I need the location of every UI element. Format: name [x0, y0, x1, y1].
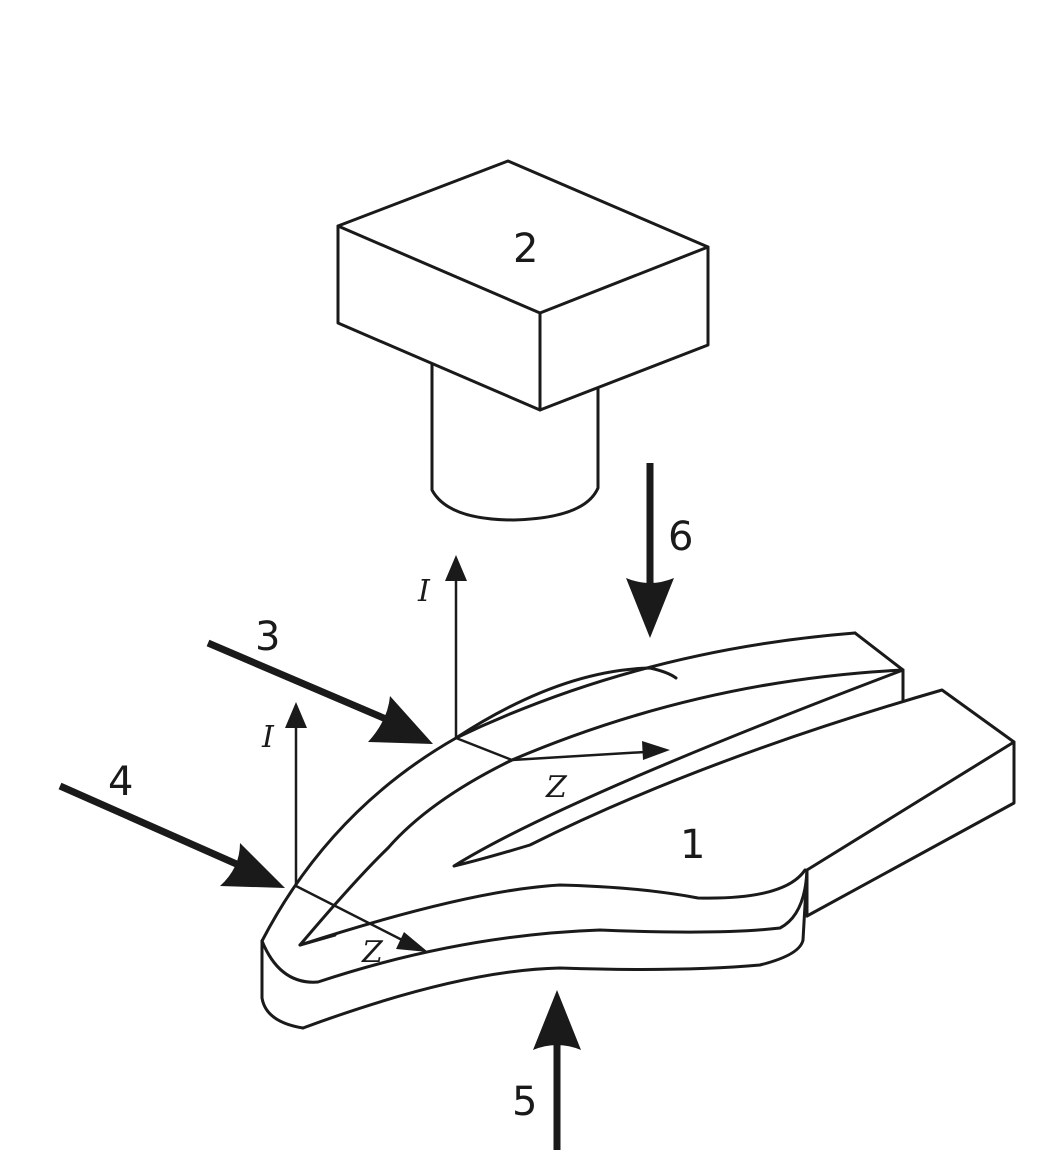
- lower-vertical-arrowhead: [285, 702, 307, 728]
- lower-vertical-axis-label: I: [261, 720, 275, 755]
- arrow-4-shaft: [58, 782, 252, 874]
- arrow-4: 4: [58, 759, 285, 888]
- workpiece-outer-arc: [260, 666, 678, 943]
- workpiece-left-end: [260, 939, 305, 1030]
- label-2: 2: [513, 226, 538, 272]
- arrow-4-head: [220, 843, 285, 888]
- right-block-side: [805, 740, 1016, 918]
- label-3: 3: [255, 614, 280, 660]
- arrow-5-head: [533, 990, 581, 1050]
- box-left-face: [336, 224, 542, 412]
- arrow-6: 6: [626, 463, 693, 638]
- box-right-face: [538, 245, 710, 412]
- upper-diagonal-axis: [454, 736, 514, 762]
- upper-vertical-arrowhead: [445, 555, 467, 581]
- component-2-box: 2: [336, 159, 710, 522]
- arrow-3-shaft: [206, 639, 402, 729]
- label-4: 4: [108, 759, 133, 805]
- component-1-workpiece: 1: [260, 631, 1016, 1030]
- label-5: 5: [512, 1079, 537, 1125]
- lower-axes: I Z: [261, 702, 428, 970]
- upper-horizontal-arrowhead: [642, 741, 670, 760]
- upper-vertical-axis-label: I: [417, 574, 431, 609]
- workpiece-fold-line: [298, 933, 337, 947]
- workpiece-bottom-thickness-edge: [260, 868, 809, 984]
- workpiece-right-notch-edge: [801, 868, 809, 942]
- cylinder-body: [430, 363, 600, 522]
- arrow-5: 5: [512, 990, 581, 1150]
- lower-horizontal-axis-label: Z: [361, 935, 384, 970]
- upper-horizontal-axis: [510, 750, 647, 762]
- label-1: 1: [680, 822, 705, 868]
- upper-axes: I Z: [417, 555, 670, 805]
- arrow-3-head: [368, 696, 433, 744]
- label-6: 6: [668, 514, 693, 560]
- lower-diagonal-axis: [294, 884, 410, 945]
- lower-diagonal-arrowhead: [396, 932, 428, 952]
- workpiece-inner-ridge: [298, 668, 905, 947]
- arrow-3: 3: [206, 614, 433, 744]
- arrow-6-head: [626, 578, 674, 638]
- workpiece-inner-base-curve: [298, 868, 807, 947]
- upper-horizontal-axis-label: Z: [545, 770, 568, 805]
- workpiece-bottom-edge: [301, 938, 805, 1030]
- right-block-top: [452, 631, 1016, 872]
- upper-wedge-curve: [454, 631, 857, 740]
